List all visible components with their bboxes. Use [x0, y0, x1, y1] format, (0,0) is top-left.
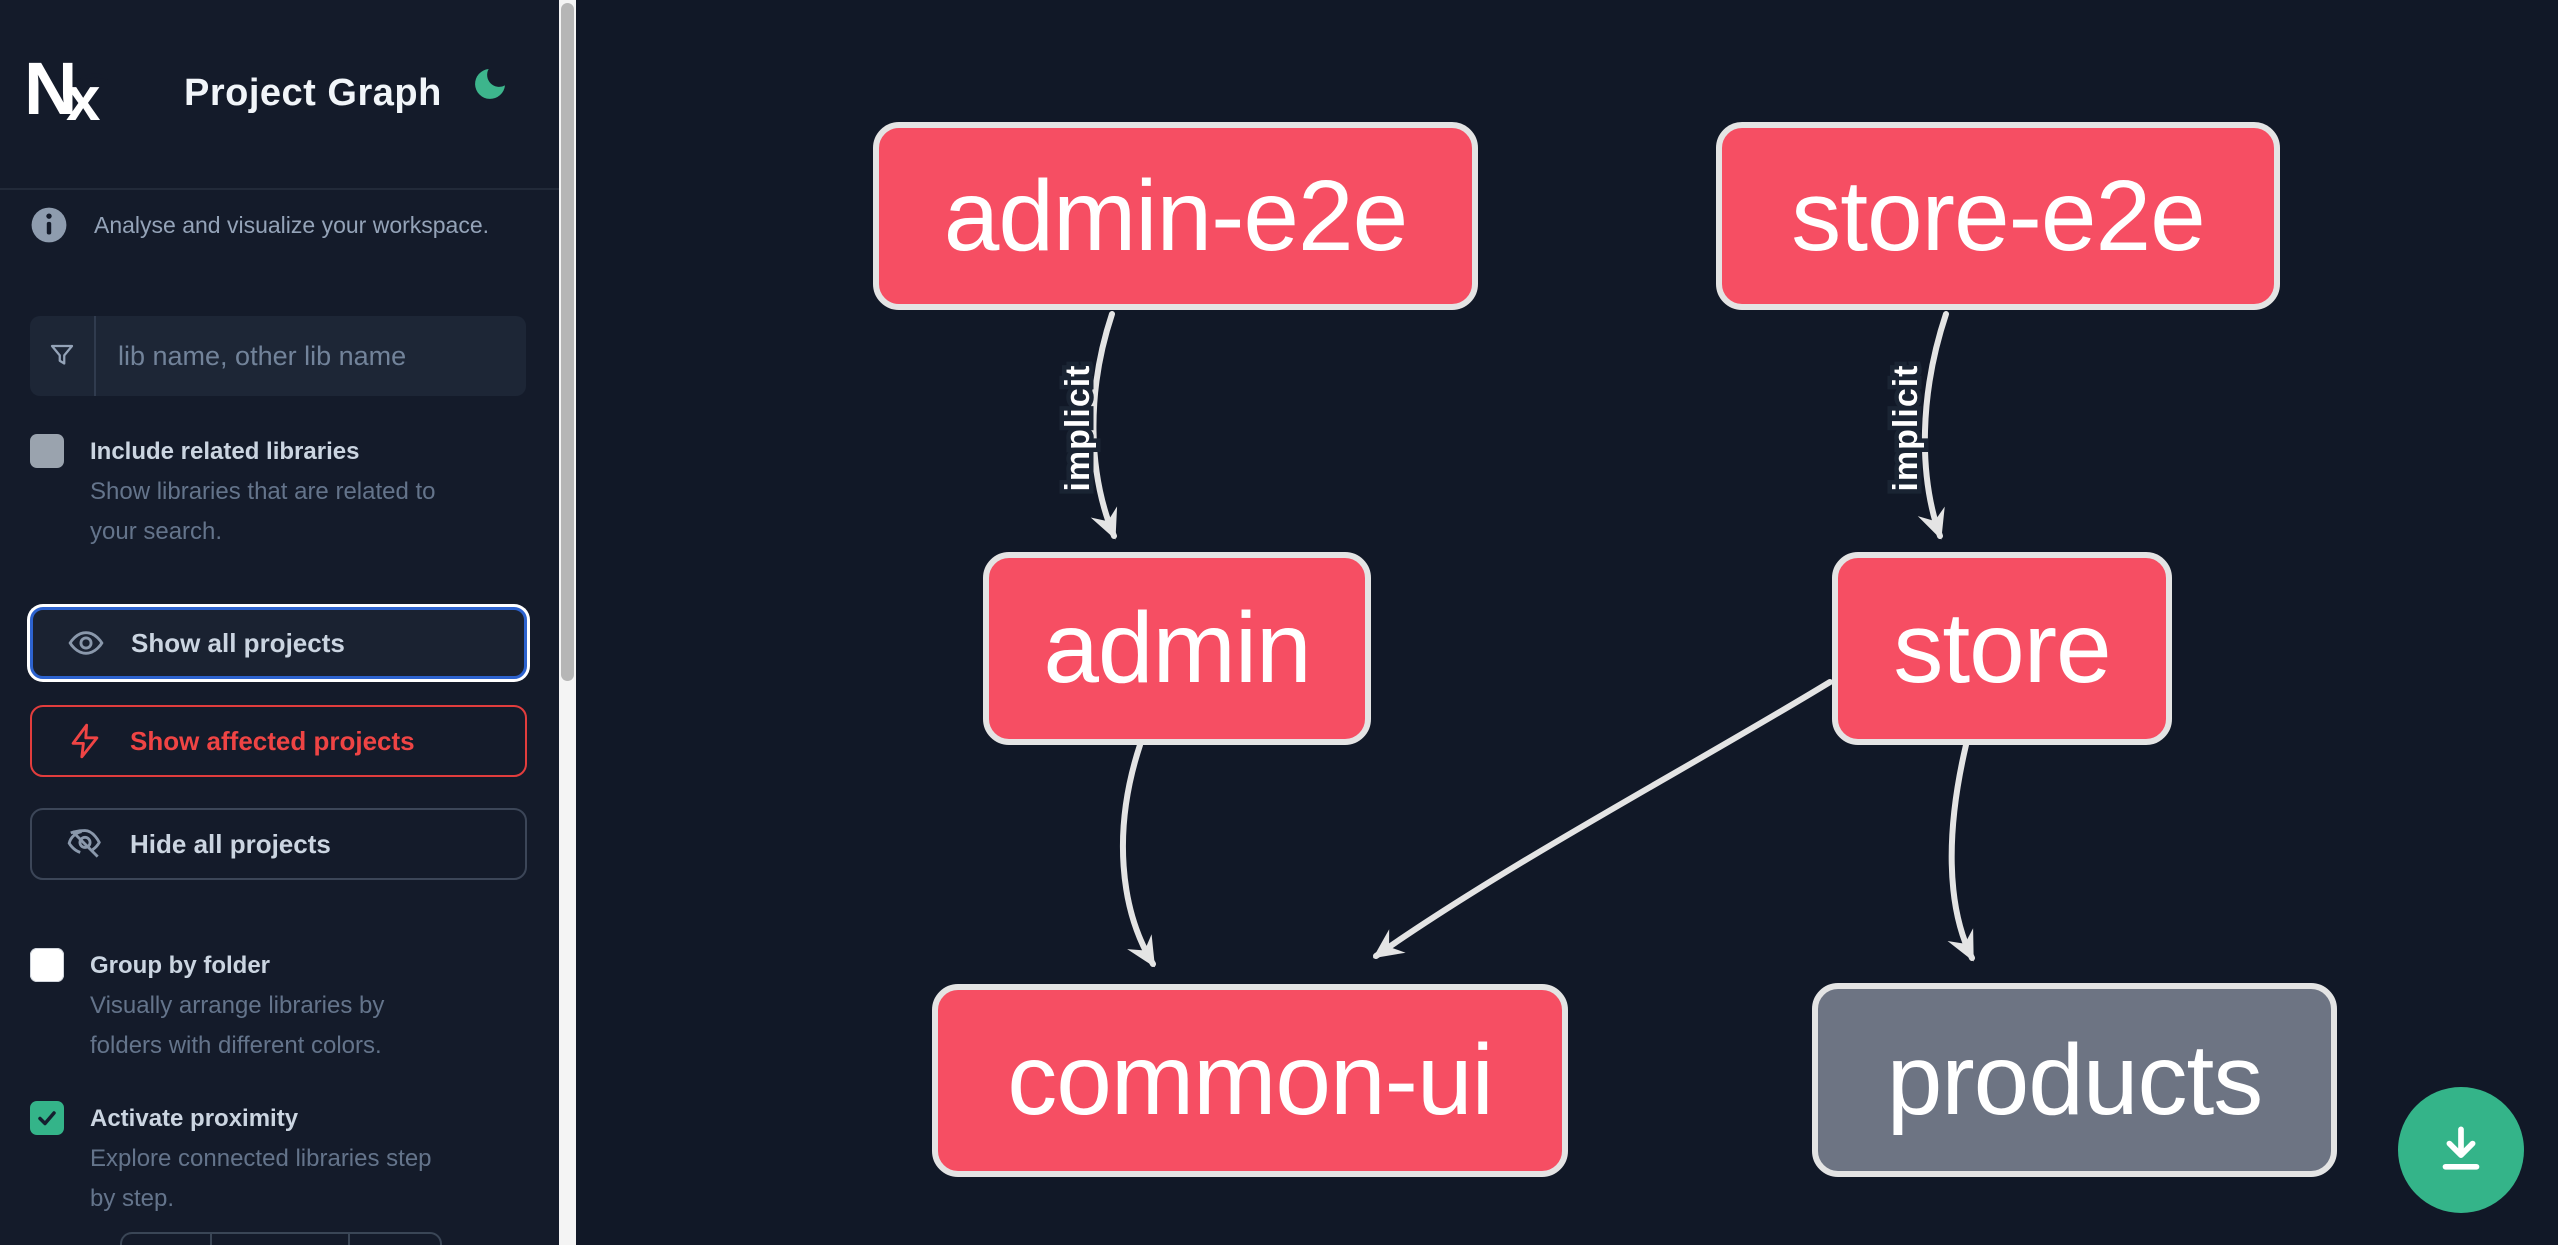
group-by-folder-text: Group by folder Visually arrange librari…: [90, 946, 384, 1066]
download-icon: [2442, 1126, 2480, 1170]
hide-all-projects-button[interactable]: Hide all projects: [30, 808, 527, 880]
activate-proximity-desc: by step.: [90, 1185, 175, 1212]
bolt-icon: [71, 723, 99, 759]
activate-proximity-row: Activate proximity Explore connected lib…: [30, 1099, 530, 1219]
stepper-increment[interactable]: [350, 1234, 440, 1245]
search-box: [30, 316, 526, 396]
hide-all-projects-label: Hide all projects: [130, 828, 331, 859]
graph-node-store[interactable]: store: [1832, 552, 2172, 745]
filter-funnel-icon: [30, 316, 96, 396]
nx-logo: N x: [28, 54, 108, 124]
activate-proximity-label: Activate proximity: [90, 1105, 299, 1132]
include-related-row: Include related libraries Show libraries…: [30, 432, 530, 552]
eye-off-icon: [67, 829, 101, 858]
show-all-projects-button[interactable]: Show all projects: [30, 607, 527, 679]
group-by-folder-desc: folders with different colors.: [90, 1032, 382, 1059]
sidebar-header: N x Project Graph: [0, 0, 559, 190]
graph-node-products[interactable]: products: [1812, 983, 2337, 1177]
stepper-decrement[interactable]: [122, 1234, 212, 1245]
group-by-folder-checkbox[interactable]: [30, 948, 64, 982]
edge-label-implicit: implicit: [1059, 364, 1097, 491]
stepper-value: [212, 1234, 350, 1245]
show-all-projects-label: Show all projects: [131, 627, 345, 658]
group-by-folder-desc: Visually arrange libraries by: [90, 992, 385, 1019]
graph-edge-store-to-common-ui: [1372, 679, 1833, 959]
info-icon: [31, 207, 67, 243]
edge-label-implicit: implicit: [1887, 364, 1925, 491]
svg-text:N: N: [28, 54, 77, 124]
intro-text: Analyse and visualize your workspace.: [94, 211, 490, 238]
graph-edge-store-e2e-to-store: [1917, 311, 1949, 540]
include-related-checkbox[interactable]: [30, 434, 64, 468]
graph-node-common-ui[interactable]: common-ui: [932, 984, 1568, 1177]
search-input[interactable]: [96, 316, 526, 396]
graph-node-admin-e2e[interactable]: admin-e2e: [873, 122, 1478, 310]
graph-node-admin[interactable]: admin: [983, 552, 1371, 745]
include-related-desc: Show libraries that are related to: [90, 478, 436, 505]
download-graph-button[interactable]: [2398, 1087, 2524, 1213]
sidebar-scrollbar-thumb[interactable]: [561, 3, 574, 681]
activate-proximity-checkbox[interactable]: [30, 1101, 64, 1135]
group-by-folder-row: Group by folder Visually arrange librari…: [30, 946, 530, 1066]
activate-proximity-desc: Explore connected libraries step: [90, 1145, 432, 1172]
eye-icon: [68, 631, 104, 655]
activate-proximity-text: Activate proximity Explore connected lib…: [90, 1099, 432, 1219]
graph-edge-store-to-products: [1947, 742, 1975, 962]
checkmark-icon: [38, 1111, 56, 1126]
workspace-intro: Analyse and visualize your workspace.: [30, 206, 489, 244]
include-related-desc: your search.: [90, 518, 223, 545]
sidebar-scrollbar-track[interactable]: [559, 0, 576, 1245]
theme-toggle-moon-icon[interactable]: [470, 64, 510, 104]
include-related-text: Include related libraries Show libraries…: [90, 432, 436, 552]
show-affected-projects-button[interactable]: Show affected projects: [30, 705, 527, 777]
sidebar: N x Project Graph Analyse and visualize …: [0, 0, 559, 1245]
group-by-folder-label: Group by folder: [90, 952, 270, 979]
include-related-label: Include related libraries: [90, 438, 360, 465]
page-title: Project Graph: [184, 72, 442, 114]
show-affected-projects-label: Show affected projects: [130, 725, 415, 756]
proximity-stepper[interactable]: [120, 1232, 442, 1245]
graph-edge-admin-to-common-ui: [1120, 742, 1156, 968]
graph-node-store-e2e[interactable]: store-e2e: [1716, 122, 2280, 310]
graph-edge-admin-e2e-to-admin: [1090, 311, 1118, 540]
